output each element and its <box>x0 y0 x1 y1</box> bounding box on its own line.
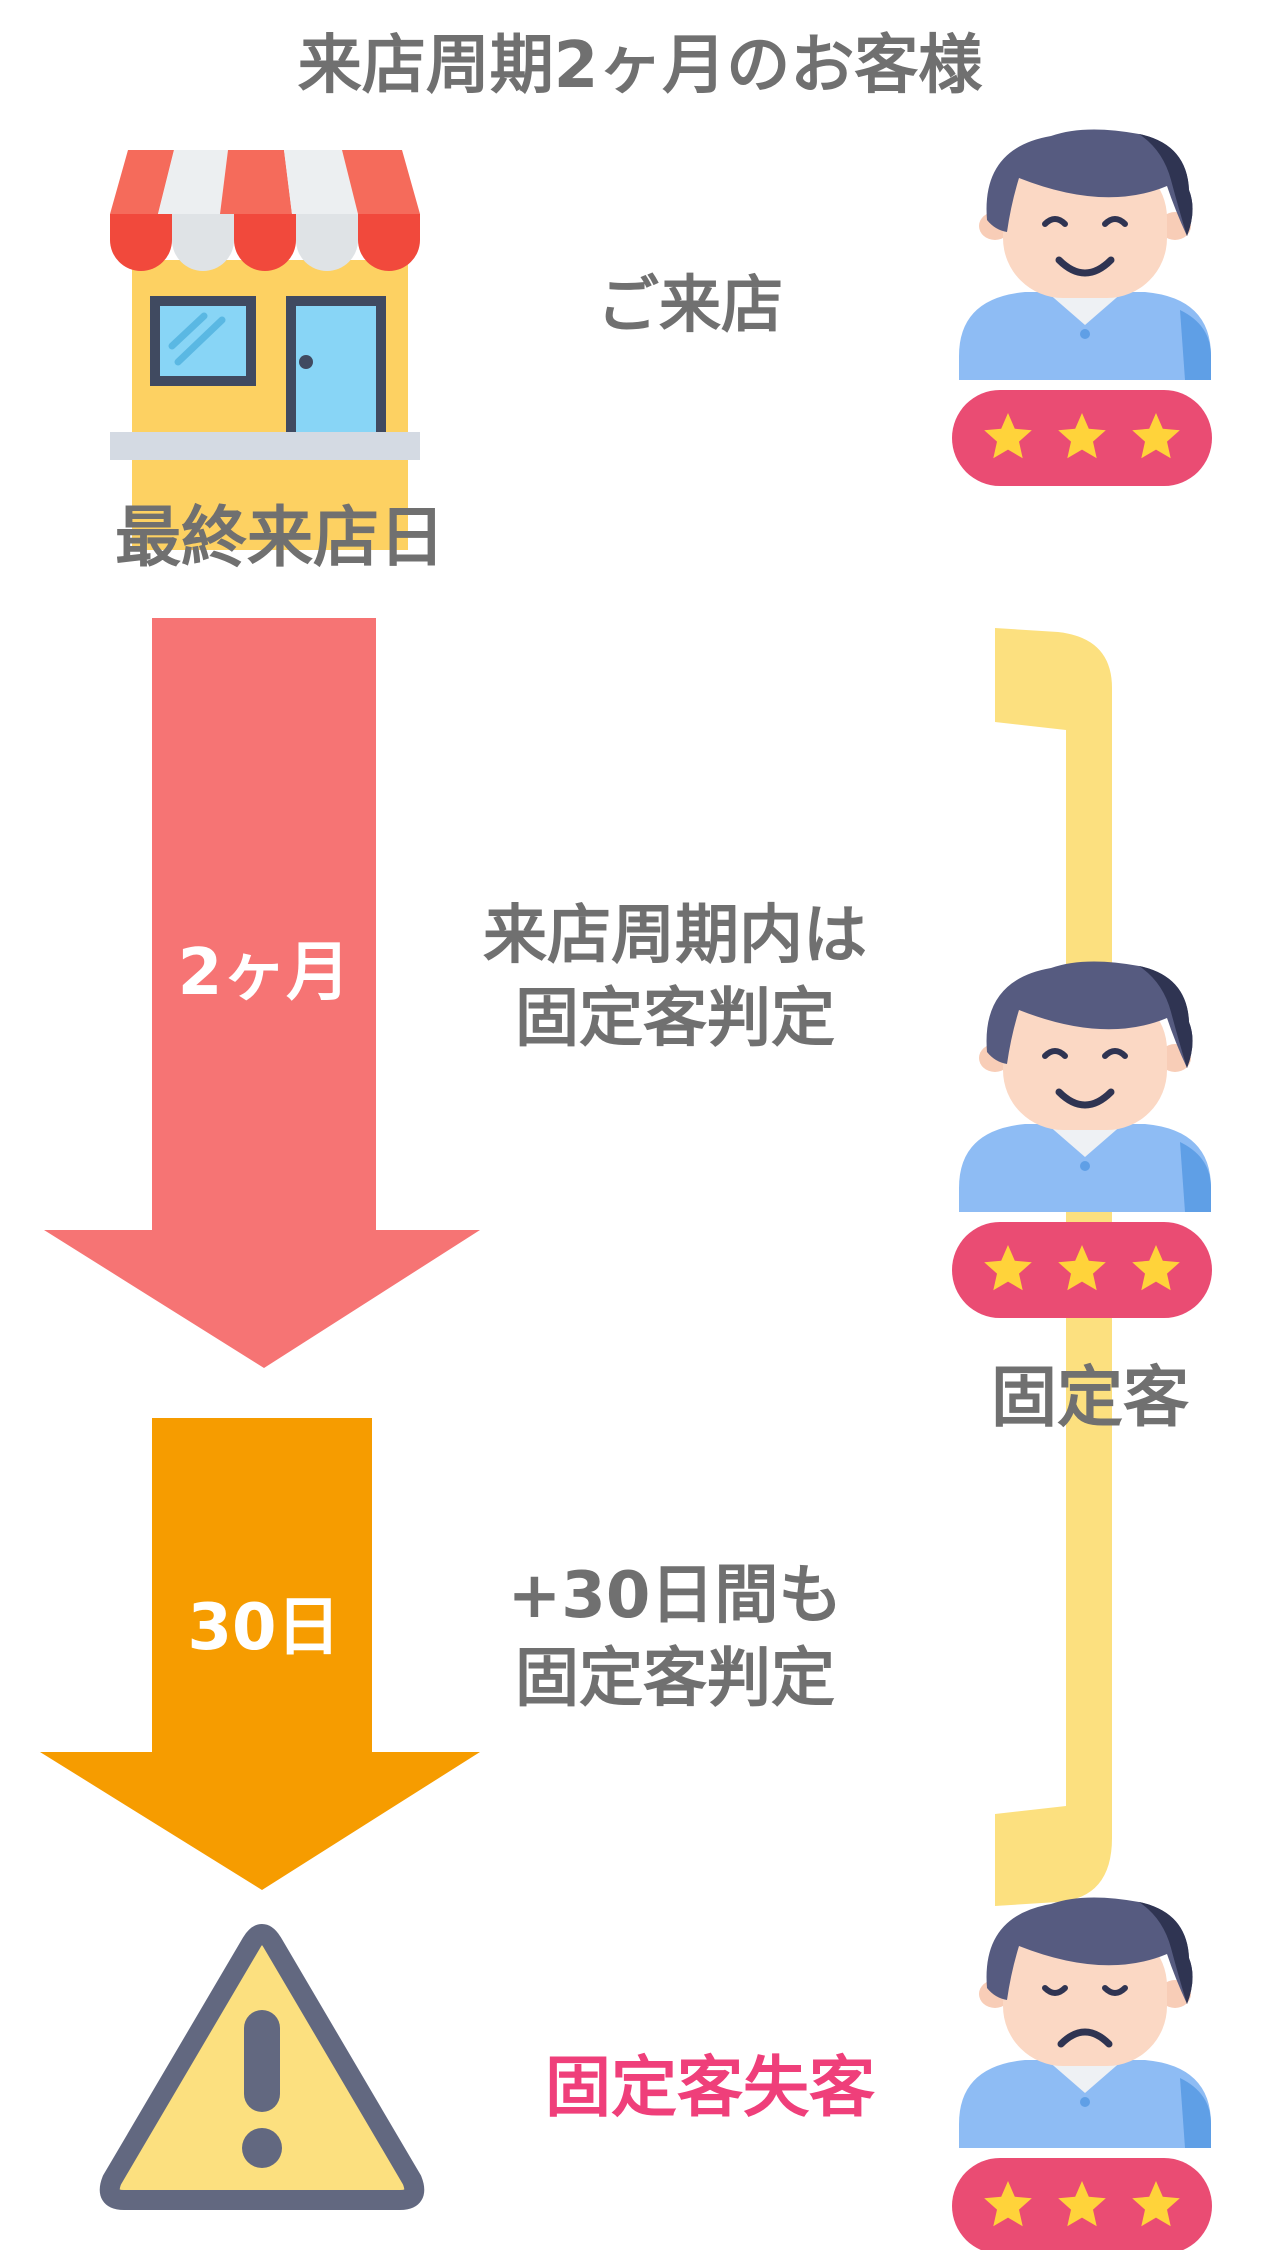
last-visit-label: 最終来店日 <box>115 499 445 576</box>
visit-label: ご来店 <box>596 268 783 341</box>
rating-badge <box>952 1222 1212 1318</box>
sad-customer-icon <box>959 1897 1211 2148</box>
happy-customer-icon <box>959 961 1211 1212</box>
warning-icon <box>99 1924 425 2210</box>
happy-customer-icon <box>959 129 1211 380</box>
cycle-arrow-label: 2ヶ月 <box>177 936 351 1010</box>
store-icon <box>110 150 420 550</box>
lost-customer-label: 固定客失客 <box>545 2049 875 2126</box>
page-title: 来店周期2ヶ月のお客様 <box>297 29 983 103</box>
extra-period-arrow <box>40 1418 480 1890</box>
extra-period-description: +30日間も固定客判定 <box>507 1559 843 1717</box>
cycle-description: 来店周期内は固定客判定 <box>483 899 867 1057</box>
cycle-arrow <box>44 618 480 1368</box>
extra-arrow-label: 30日 <box>187 1591 341 1665</box>
regular-customer-label: 固定客 <box>991 1359 1189 1436</box>
regular-customer-bracket <box>995 628 1112 1906</box>
rating-badge <box>952 390 1212 486</box>
rating-badge <box>952 2158 1212 2250</box>
